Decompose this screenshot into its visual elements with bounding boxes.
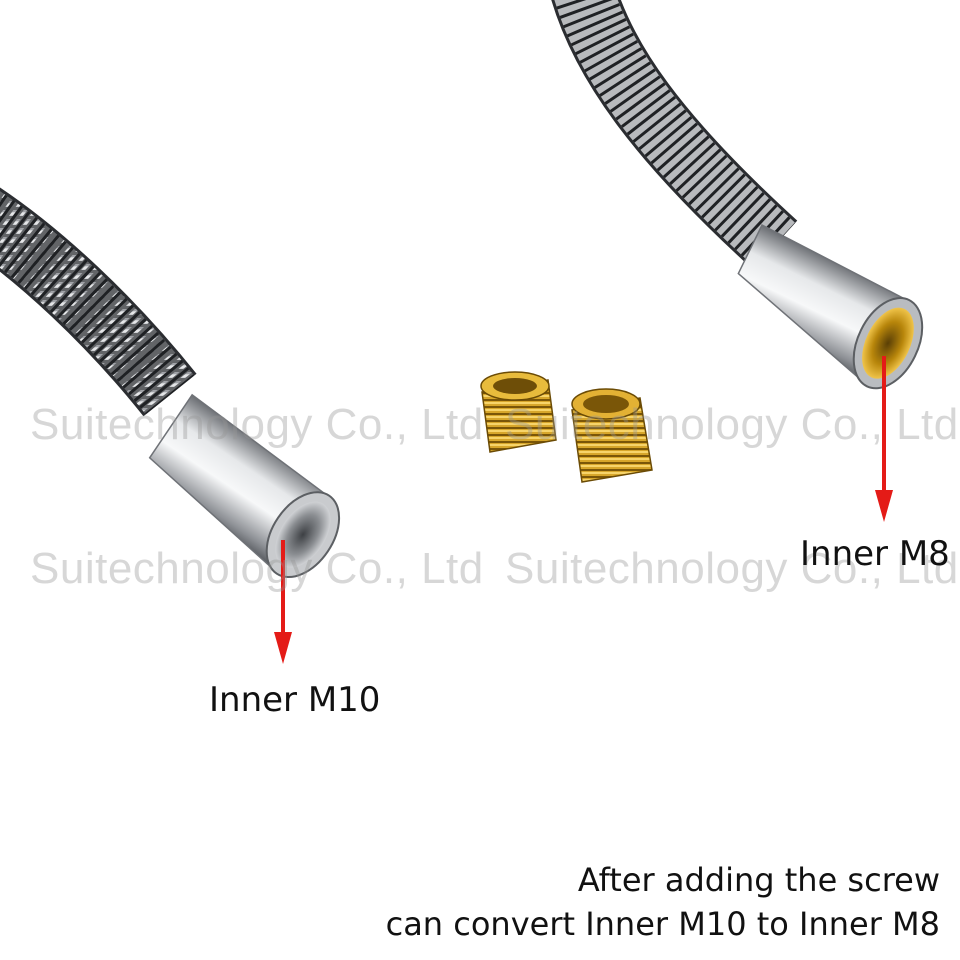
left-hose xyxy=(0,187,197,417)
arrow-left xyxy=(274,540,292,664)
brass-reducer-right xyxy=(571,388,653,483)
brass-reducer-left xyxy=(480,371,557,453)
caption-line-1: After adding the screw xyxy=(577,861,940,899)
caption-line-2: can convert Inner M10 to Inner M8 xyxy=(385,905,940,943)
label-inner-m10: Inner M10 xyxy=(209,680,381,720)
label-inner-m8: Inner M8 xyxy=(800,534,950,574)
caption: After adding the screw can convert Inner… xyxy=(386,858,940,946)
right-hose xyxy=(551,0,798,270)
left-fitting xyxy=(148,393,341,579)
arrow-right xyxy=(875,356,893,522)
right-fitting xyxy=(737,223,924,390)
